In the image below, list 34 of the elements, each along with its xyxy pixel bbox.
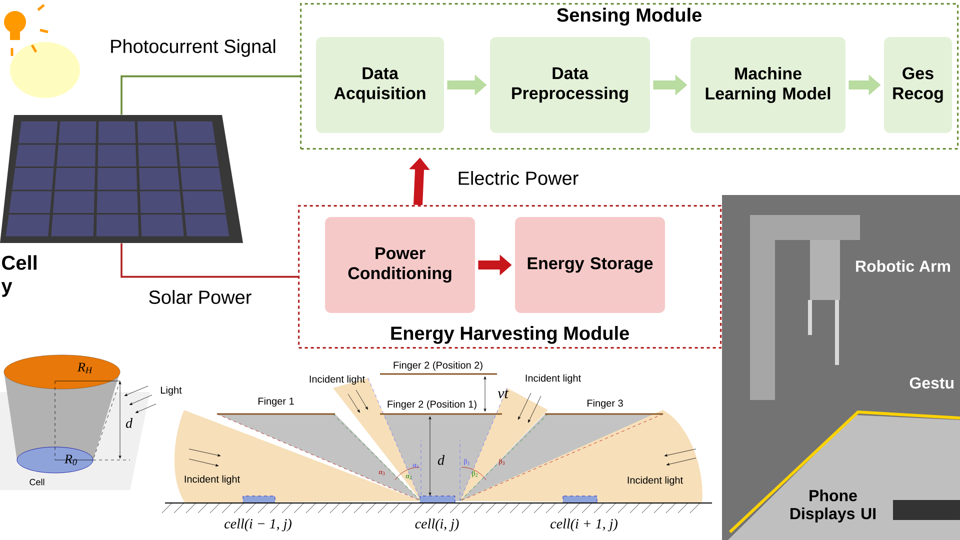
part-label: Light	[160, 386, 182, 396]
photo-label: Gestu	[910, 377, 954, 389]
part-label: Incident light	[628, 476, 683, 486]
edge-label: Solar Power	[147, 289, 253, 305]
cell-label: cell(i + 1, j)	[550, 518, 618, 532]
part-label: Incident light	[526, 374, 581, 384]
cell-label: cell(i, j)	[415, 518, 459, 532]
process-box: Machine Learning Model	[690, 37, 846, 133]
part-label: Finger 2 (Position 2)	[394, 361, 482, 371]
process-box: Data Preprocessing	[490, 37, 650, 133]
part-label: Finger 2 (Position 1)	[388, 400, 476, 410]
part-label: Finger 1	[258, 397, 294, 407]
dimension-label: d	[438, 455, 445, 465]
part-label: Finger 3	[587, 399, 623, 409]
process-box: Energy Storage	[515, 217, 665, 313]
dimension-label: R$_{H}$	[77, 362, 92, 374]
process-box: Ges Recog	[884, 37, 952, 133]
solar-panel-picture	[0, 115, 243, 243]
dimension-label: d	[126, 418, 133, 428]
cell-label: cell(i − 1, j)	[224, 518, 292, 532]
connector-line	[120, 243, 298, 278]
panel-label: Cell y	[1, 255, 36, 297]
connector-line	[120, 75, 300, 115]
process-box: Power Conditioning	[325, 217, 475, 313]
part-label: Incident light	[310, 375, 365, 385]
part-label: Incident light	[184, 475, 240, 485]
dimension-label: vt	[498, 390, 509, 398]
edge-label: Photocurrent Signal	[108, 38, 278, 58]
edge-label: Electric Power	[456, 170, 580, 186]
process-box: Data Acquisition	[316, 37, 444, 133]
dimension-label: R$_{0}$	[64, 454, 77, 466]
part-label: Cell	[30, 478, 44, 486]
photo-label: Phone Displays UI	[790, 490, 876, 522]
photo-label: Robotic Arm	[856, 260, 950, 272]
